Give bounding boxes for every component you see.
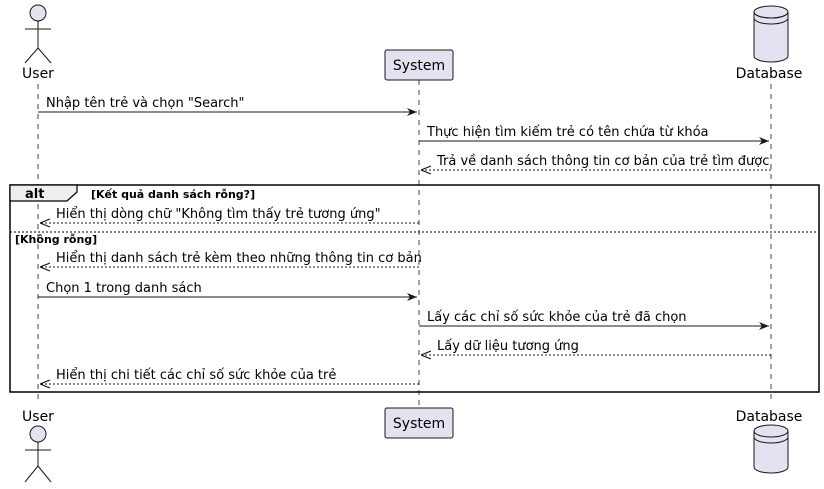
message-label: Lấy các chỉ số sức khỏe của trẻ đã chọn xyxy=(427,310,687,325)
participant-label-database: Database xyxy=(736,409,803,425)
message-label: Trả về danh sách thông tin cơ bản của tr… xyxy=(436,154,769,169)
message-5: Hiển thị danh sách trẻ kèm theo những th… xyxy=(40,251,422,267)
message-label: Lấy dữ liệu tương ứng xyxy=(437,339,579,354)
message-9: Hiển thị chi tiết các chỉ số sức khỏe củ… xyxy=(40,368,419,384)
actor-user-bottom: User xyxy=(22,409,54,483)
alt-fragment: alt [Kết quả danh sách rỗng?] [Không rỗn… xyxy=(9,184,820,393)
participant-database-top: Database xyxy=(736,5,803,82)
participant-label-system: System xyxy=(393,416,445,432)
message-label: Nhập tên trẻ và chọn "Search" xyxy=(46,96,244,111)
database-icon xyxy=(753,5,789,63)
participant-system-top: System xyxy=(384,49,454,81)
message-2: Thực hiện tìm kiếm trẻ có tên chứa từ kh… xyxy=(419,125,769,145)
actor-user-top: User xyxy=(22,4,54,82)
alt-tab xyxy=(9,184,78,202)
alt-frame xyxy=(9,184,820,393)
participant-box xyxy=(384,49,454,81)
participant-label-system: System xyxy=(393,58,445,74)
message-1: Nhập tên trẻ và chọn "Search" xyxy=(38,96,417,116)
message-7: Lấy các chỉ số sức khỏe của trẻ đã chọn xyxy=(419,310,769,330)
message-label: Thực hiện tìm kiếm trẻ có tên chứa từ kh… xyxy=(426,125,709,140)
message-label: Hiển thị dòng chữ "Không tìm thấy trẻ tư… xyxy=(56,207,381,222)
message-label: Hiển thị danh sách trẻ kèm theo những th… xyxy=(56,251,422,266)
message-8: Lấy dữ liệu tương ứng xyxy=(421,339,771,355)
message-label: Hiển thị chi tiết các chỉ số sức khỏe củ… xyxy=(56,368,336,383)
participant-database-bottom: Database xyxy=(736,409,803,474)
alt-keyword: alt xyxy=(25,187,44,202)
participant-box xyxy=(384,407,454,439)
else-guard: [Không rỗng] xyxy=(15,233,97,246)
actor-icon xyxy=(24,425,52,483)
participant-label-user: User xyxy=(22,66,54,82)
alt-guard: [Kết quả danh sách rỗng?] xyxy=(91,188,255,201)
participant-label-database: Database xyxy=(736,66,803,82)
message-6: Chọn 1 trong danh sách xyxy=(38,281,417,301)
actor-icon xyxy=(24,4,52,64)
message-4: Hiển thị dòng chữ "Không tìm thấy trẻ tư… xyxy=(40,207,419,223)
message-label: Chọn 1 trong danh sách xyxy=(46,281,202,296)
participant-label-user: User xyxy=(22,409,54,425)
message-3: Trả về danh sách thông tin cơ bản của tr… xyxy=(421,154,771,170)
database-icon xyxy=(753,424,789,474)
participant-system-bottom: System xyxy=(384,407,454,439)
